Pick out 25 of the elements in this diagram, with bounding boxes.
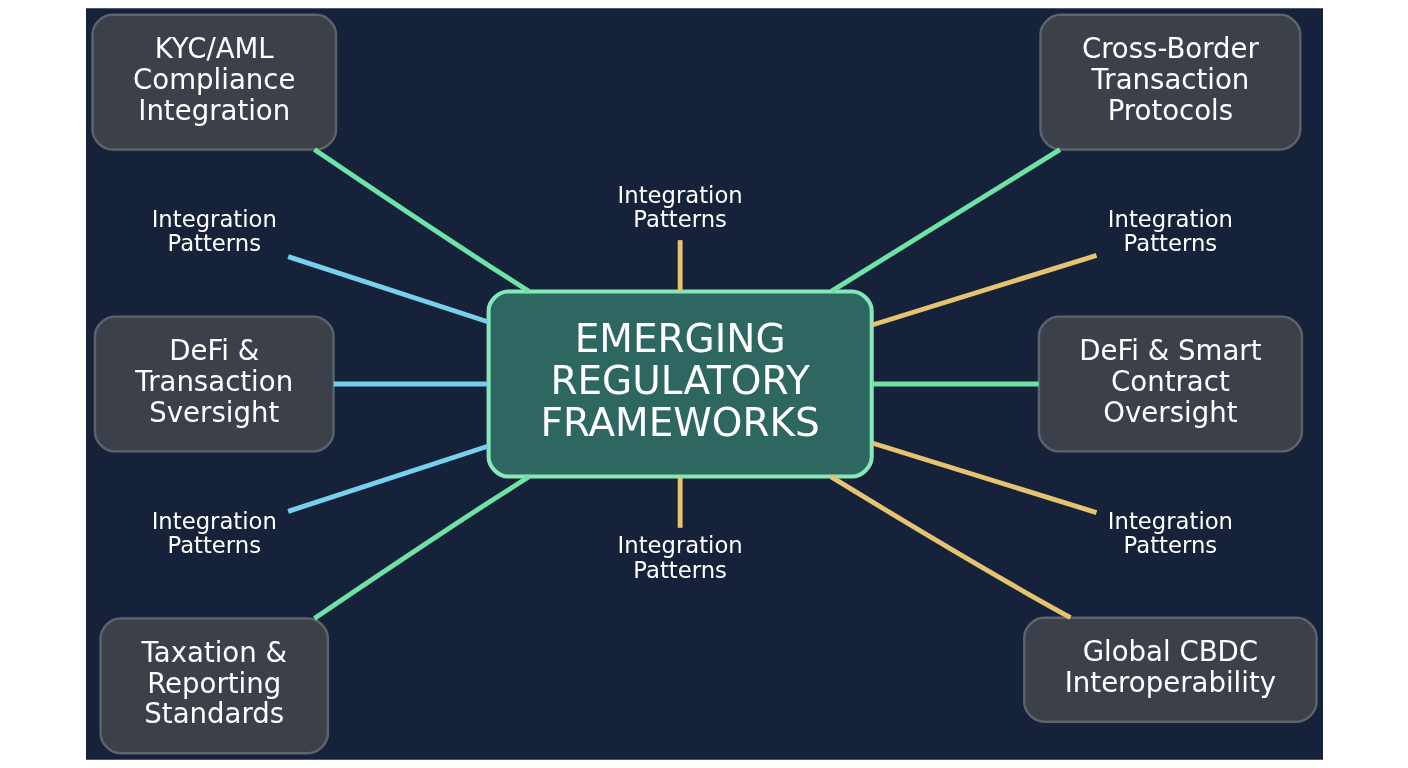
connector — [312, 147, 530, 294]
node-text: Integration Patterns — [1107, 507, 1233, 559]
node-box: DeFi & Smart Contract Oversight — [1037, 315, 1303, 453]
connector — [312, 474, 530, 621]
connector — [286, 254, 489, 325]
node-text: Integration Patterns — [151, 507, 277, 559]
connector — [829, 147, 1061, 294]
node-box: DeFi & Transaction Sversight — [93, 315, 335, 453]
node-box: Taxation & Reporting Standards — [98, 617, 329, 755]
connector — [286, 443, 489, 514]
node-box: Global CBDC Interoperability — [1022, 616, 1318, 723]
node-box: EMERGING REGULATORY FRAMEWORKS — [486, 289, 874, 479]
connector — [871, 381, 1039, 387]
node-box: KYC/AML Compliance Integration — [90, 13, 337, 151]
node-text: Integration Patterns — [1107, 205, 1233, 257]
node-text: Integration Patterns — [617, 181, 743, 232]
connector — [870, 253, 1097, 328]
node-text: Integration Patterns — [617, 532, 743, 583]
connector — [677, 240, 683, 291]
node-text: Integration Patterns — [151, 205, 277, 257]
connector — [333, 381, 488, 387]
connector — [677, 476, 683, 528]
connector — [870, 440, 1097, 515]
node-box: Cross-Border Transaction Protocols — [1038, 13, 1301, 151]
connector — [829, 474, 1072, 620]
